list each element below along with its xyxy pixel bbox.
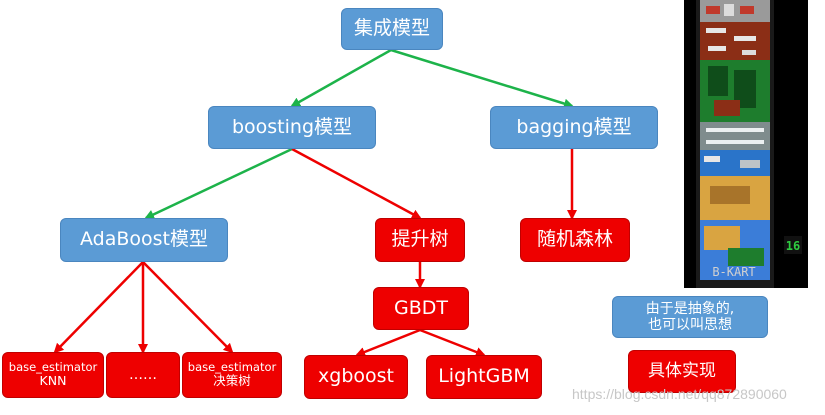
node-xgboost-label: xgboost <box>318 365 394 388</box>
node-gbdt-label: GBDT <box>394 296 448 319</box>
watermark-url: https://blog.csdn.net/qq872890060 <box>572 386 787 402</box>
node-adaboost-model: AdaBoost模型 <box>60 218 228 262</box>
node-bagging-model: bagging模型 <box>490 106 658 149</box>
node-bagging-model-label: bagging模型 <box>516 115 632 138</box>
edge-root-bagging <box>390 48 574 109</box>
edge-root-boosting <box>290 48 392 108</box>
edge-gbdt-lightgbm <box>419 328 486 357</box>
node-adaboost-model-label: AdaBoost模型 <box>80 228 208 251</box>
node-ellipsis-label: …… <box>129 366 157 383</box>
game-screenshot-art: 16 B-KART <box>696 0 802 288</box>
note-concrete-implementation: 具体实现 <box>628 350 736 393</box>
node-boosting-model-label: boosting模型 <box>231 115 353 138</box>
note-abstract-idea-line1: 由于是抽象的, <box>645 300 735 317</box>
edge-gbdt-xgboost <box>355 328 421 357</box>
node-xgboost: xgboost <box>304 355 408 399</box>
node-ensemble-model: 集成模型 <box>341 8 443 50</box>
node-lightgbm-label: LightGBM <box>438 365 530 388</box>
node-base-estimator-knn: base_estimator KNN <box>2 352 104 398</box>
node-random-forest-label: 随机森林 <box>536 228 613 251</box>
game-caption: B-KART <box>712 265 755 279</box>
note-concrete-implementation-label: 具体实现 <box>648 360 716 381</box>
edge-adaboost-knn <box>53 261 144 354</box>
edge-boosting-boostingtree <box>291 147 422 220</box>
edge-boosting-adaboost <box>144 147 293 220</box>
node-ensemble-model-label: 集成模型 <box>353 17 430 40</box>
node-base-estimator-decision-tree: base_estimator 决策树 <box>182 352 282 398</box>
game-side-logo: 16 <box>786 239 800 253</box>
node-base-estimator-decision-tree-line2: 决策树 <box>213 373 251 389</box>
node-gbdt: GBDT <box>373 287 469 330</box>
node-boosting-tree-label: 提升树 <box>391 228 449 251</box>
edge-adaboost-decisiontree <box>142 261 234 354</box>
note-abstract-idea: 由于是抽象的, 也可以叫思想 <box>612 296 768 338</box>
node-boosting-model: boosting模型 <box>208 106 376 149</box>
node-base-estimator-knn-line2: KNN <box>39 373 67 389</box>
node-boosting-tree: 提升树 <box>375 218 465 262</box>
node-base-estimator-decision-tree-line1: base_estimator <box>187 360 277 375</box>
game-screenshot-image: 16 B-KART <box>684 0 808 288</box>
node-lightgbm: LightGBM <box>426 355 542 399</box>
node-random-forest: 随机森林 <box>520 218 630 262</box>
node-ellipsis: …… <box>106 352 180 398</box>
note-abstract-idea-line2: 也可以叫思想 <box>648 317 732 333</box>
node-base-estimator-knn-line1: base_estimator <box>8 360 98 375</box>
